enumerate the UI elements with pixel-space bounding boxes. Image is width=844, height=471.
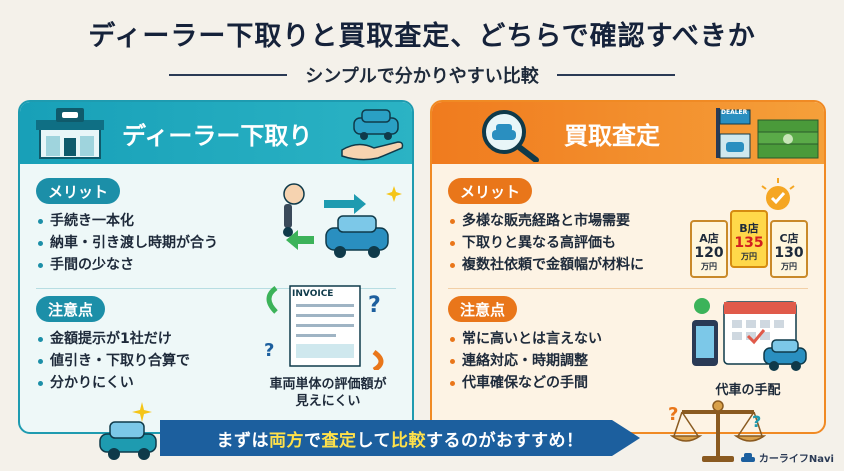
- tag-shop: C店: [779, 232, 799, 245]
- list-item: 連絡対応・時期調整: [448, 350, 602, 372]
- list-item: 代車確保などの手間: [448, 372, 602, 394]
- tag-shop: B店: [739, 222, 759, 235]
- subtitle-row: シンプルで分かりやすい比較: [0, 62, 844, 88]
- small-car-icon: [99, 421, 157, 460]
- site-credit: カーライフNavi: [740, 450, 834, 465]
- magnifier-car-icon: [482, 110, 539, 162]
- balance-scale-icon: [670, 400, 766, 462]
- tag-unit: 万円: [701, 262, 717, 271]
- list-item: 金額提示が1社だけ: [36, 328, 190, 350]
- banner-part: まずは: [216, 430, 269, 451]
- key-handover-illustration: [283, 183, 402, 258]
- list-item: 値引き・下取り合算で: [36, 350, 190, 372]
- recommendation-banner: まずは両方で査定して比較するのがおすすめ！: [160, 420, 640, 456]
- banner-text: まずは両方で査定して比較するのがおすすめ！: [217, 426, 584, 451]
- question-mark-icon: ?: [752, 412, 762, 431]
- banner-highlight: 比較: [391, 430, 426, 451]
- credit-text: カーライフNavi: [758, 454, 834, 465]
- tag-unit: 万円: [741, 252, 757, 261]
- section-divider: [448, 288, 808, 289]
- dealer-merit-list: 手続き一本化 納車・引き渡し時期が合う 手間の少なさ: [36, 210, 218, 276]
- dealer-tradein-panel: ディーラー下取り メリット 手続き一本化 納車・引き渡し時期が合う 手間の少なさ…: [18, 100, 414, 434]
- question-mark-icon: ?: [668, 404, 679, 425]
- dealer-money-icon: [716, 108, 819, 159]
- list-item: 手続き一本化: [36, 210, 218, 232]
- dealer-panel-header: ディーラー下取り: [20, 102, 412, 164]
- section-divider: [36, 288, 396, 289]
- caption-line: 見えにくい: [295, 394, 361, 409]
- invoice-illustration: ? ?: [264, 285, 384, 370]
- svg-text:?: ?: [264, 340, 274, 361]
- buyback-caution-list: 常に高いとは言えない 連絡対応・時期調整 代車確保などの手間: [448, 328, 602, 394]
- merit-label: メリット: [36, 178, 121, 204]
- banner-part: して: [356, 430, 391, 451]
- list-item: 多様な販売経路と市場需要: [448, 210, 644, 232]
- dealer-sign: DEALER: [721, 109, 748, 116]
- tag-unit: 万円: [781, 262, 797, 271]
- caution-label: 注意点: [448, 296, 518, 322]
- tag-price: 130: [774, 245, 804, 261]
- dealership-building-icon: [36, 108, 104, 159]
- buyback-appraisal-panel: 買取査定 DEALER メリット 多様な販売経路と市場需要 下取りと異なる高評価…: [430, 100, 826, 434]
- caution-label: 注意点: [36, 296, 106, 322]
- price-tag-a: A店 120 万円: [690, 220, 728, 278]
- car-on-hand-icon: [341, 109, 404, 161]
- dealer-panel-title: ディーラー下取り: [122, 122, 313, 150]
- list-item: 納車・引き渡し時期が合う: [36, 232, 218, 254]
- subtitle: シンプルで分かりやすい比較: [305, 66, 539, 87]
- car-logo-icon: [740, 452, 755, 462]
- dealer-caption: 車両単体の評価額が 見えにくい: [254, 376, 402, 410]
- buyback-panel-title: 買取査定: [564, 122, 660, 150]
- invoice-label: INVOICE: [292, 289, 334, 299]
- list-item: 下取りと異なる高評価も: [448, 232, 644, 254]
- subtitle-line-right: [556, 74, 675, 76]
- banner-arrow-shape: [160, 420, 640, 456]
- buyback-caption: 代車の手配: [715, 383, 781, 398]
- price-tag-c: C店 130 万円: [770, 220, 808, 278]
- dealer-caution-list: 金額提示が1社だけ 値引き・下取り合算で 分かりにくい: [36, 328, 190, 394]
- merit-label: メリット: [448, 178, 533, 204]
- caption-line: 車両単体の評価額が: [269, 377, 387, 392]
- banner-highlight: 両方: [269, 430, 304, 451]
- banner-part: で: [304, 430, 322, 451]
- buyback-panel-header: 買取査定 DEALER: [432, 102, 824, 164]
- banner-part: するのがおすすめ！: [426, 430, 584, 451]
- tag-shop: A店: [699, 232, 719, 245]
- phone-calendar-car-illustration: [692, 298, 807, 371]
- buyback-merit-list: 多様な販売経路と市場需要 下取りと異なる高評価も 複数社依頼で金額幅が材料に: [448, 210, 644, 276]
- subtitle-line-left: [169, 74, 288, 76]
- list-item: 常に高いとは言えない: [448, 328, 602, 350]
- banner-highlight: 査定: [321, 430, 357, 451]
- list-item: 複数社依頼で金額幅が材料に: [448, 254, 644, 276]
- page-title: ディーラー下取りと買取査定、どちらで確認すべきか: [88, 21, 756, 52]
- tag-price: 120: [694, 245, 724, 261]
- sparkle-icon: [132, 402, 152, 422]
- list-item: 手間の少なさ: [36, 254, 218, 276]
- price-tag-b: B店 135 万円: [730, 210, 768, 268]
- svg-text:?: ?: [368, 293, 381, 318]
- list-item: 分かりにくい: [36, 372, 190, 394]
- tag-price: 135: [734, 235, 764, 251]
- sun-check-icon: [761, 178, 795, 210]
